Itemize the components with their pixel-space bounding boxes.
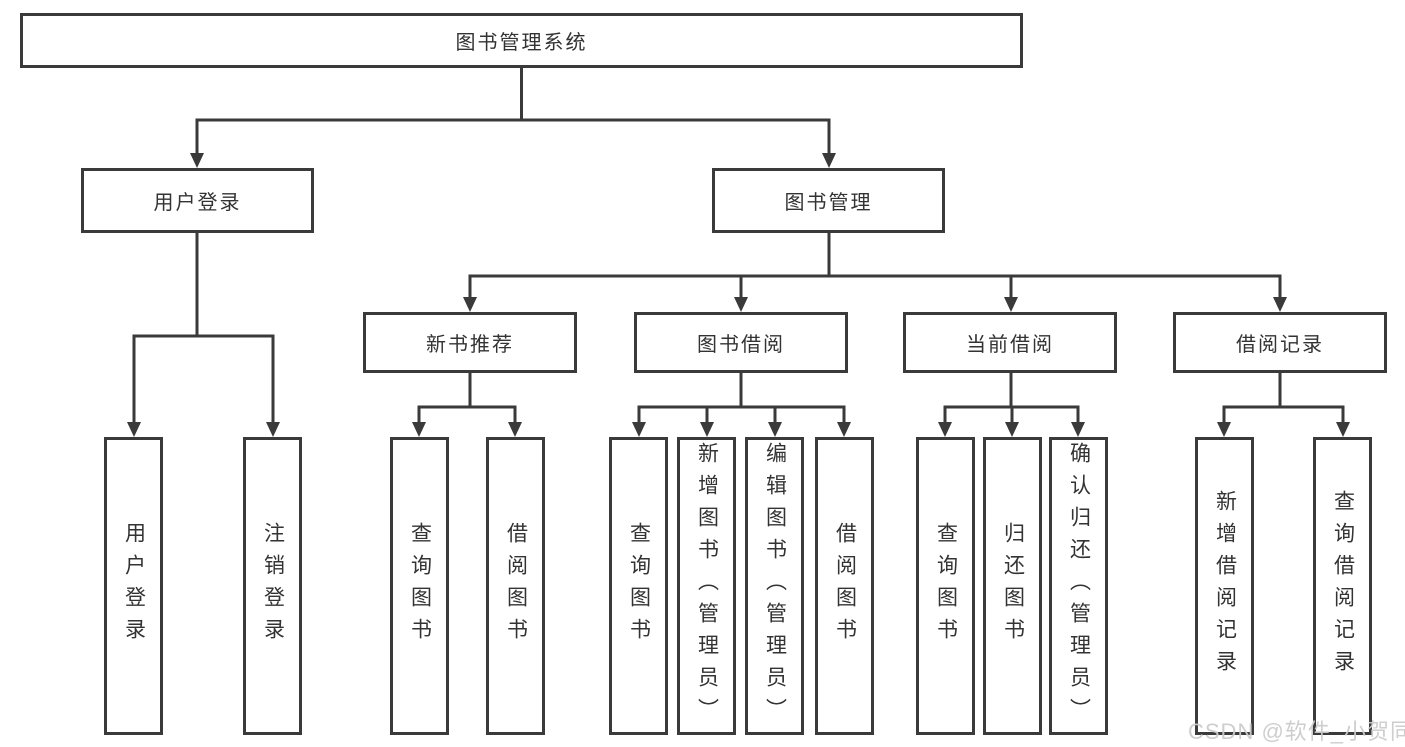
node-book-borrowing: 图书借阅 <box>634 312 848 373</box>
leaf-return-books: 归还图书 <box>983 437 1042 735</box>
leaf-borrow-books-borrowing: 借阅图书 <box>815 437 874 735</box>
node-current-borrowing: 当前借阅 <box>903 312 1117 373</box>
leaf-add-borrow-record: 新增借阅记录 <box>1195 437 1254 735</box>
node-library-management-system: 图书管理系统 <box>20 13 1023 68</box>
leaf-add-books-admin: 新增图书（管理员） <box>677 437 736 735</box>
node-user-login: 用户登录 <box>81 168 314 233</box>
leaf-confirm-return-admin: 确认归还（管理员） <box>1049 437 1108 735</box>
leaf-user-login: 用户登录 <box>104 437 163 735</box>
leaf-logout: 注销登录 <box>243 437 302 735</box>
leaf-query-borrow-record: 查询借阅记录 <box>1313 437 1372 735</box>
leaf-borrow-books-recommend: 借阅图书 <box>486 437 545 735</box>
leaf-query-books-borrowing: 查询图书 <box>609 437 668 735</box>
leaf-edit-books-admin: 编辑图书（管理员） <box>745 437 804 735</box>
node-book-management: 图书管理 <box>712 168 945 233</box>
node-new-book-recommend: 新书推荐 <box>363 312 577 373</box>
leaf-query-books-current: 查询图书 <box>916 437 975 735</box>
csdn-watermark: CSDN @软件_小贺同学 <box>1188 719 1405 744</box>
leaf-query-books-recommend: 查询图书 <box>390 437 449 735</box>
node-borrowing-records: 借阅记录 <box>1173 312 1387 373</box>
